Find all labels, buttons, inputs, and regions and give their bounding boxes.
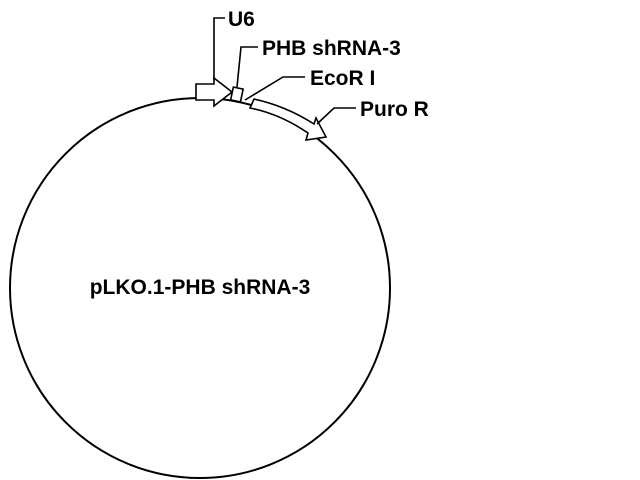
shrna-leader-line xyxy=(236,46,258,88)
shrna-label: PHB shRNA-3 xyxy=(262,37,401,60)
puro-label: Puro R xyxy=(360,98,429,121)
ecori-leader-line xyxy=(244,76,305,101)
plasmid-name-label: pLKO.1-PHB shRNA-3 xyxy=(90,276,311,299)
shrna-insert-box xyxy=(229,86,245,103)
u6-promoter-arrow xyxy=(195,76,234,108)
u6-label: U6 xyxy=(228,8,255,31)
u6-leader-line xyxy=(213,17,225,80)
puro-resistance-arrow xyxy=(248,98,328,141)
puro-leader-line xyxy=(316,107,356,125)
ecori-label: EcoR I xyxy=(310,67,375,90)
